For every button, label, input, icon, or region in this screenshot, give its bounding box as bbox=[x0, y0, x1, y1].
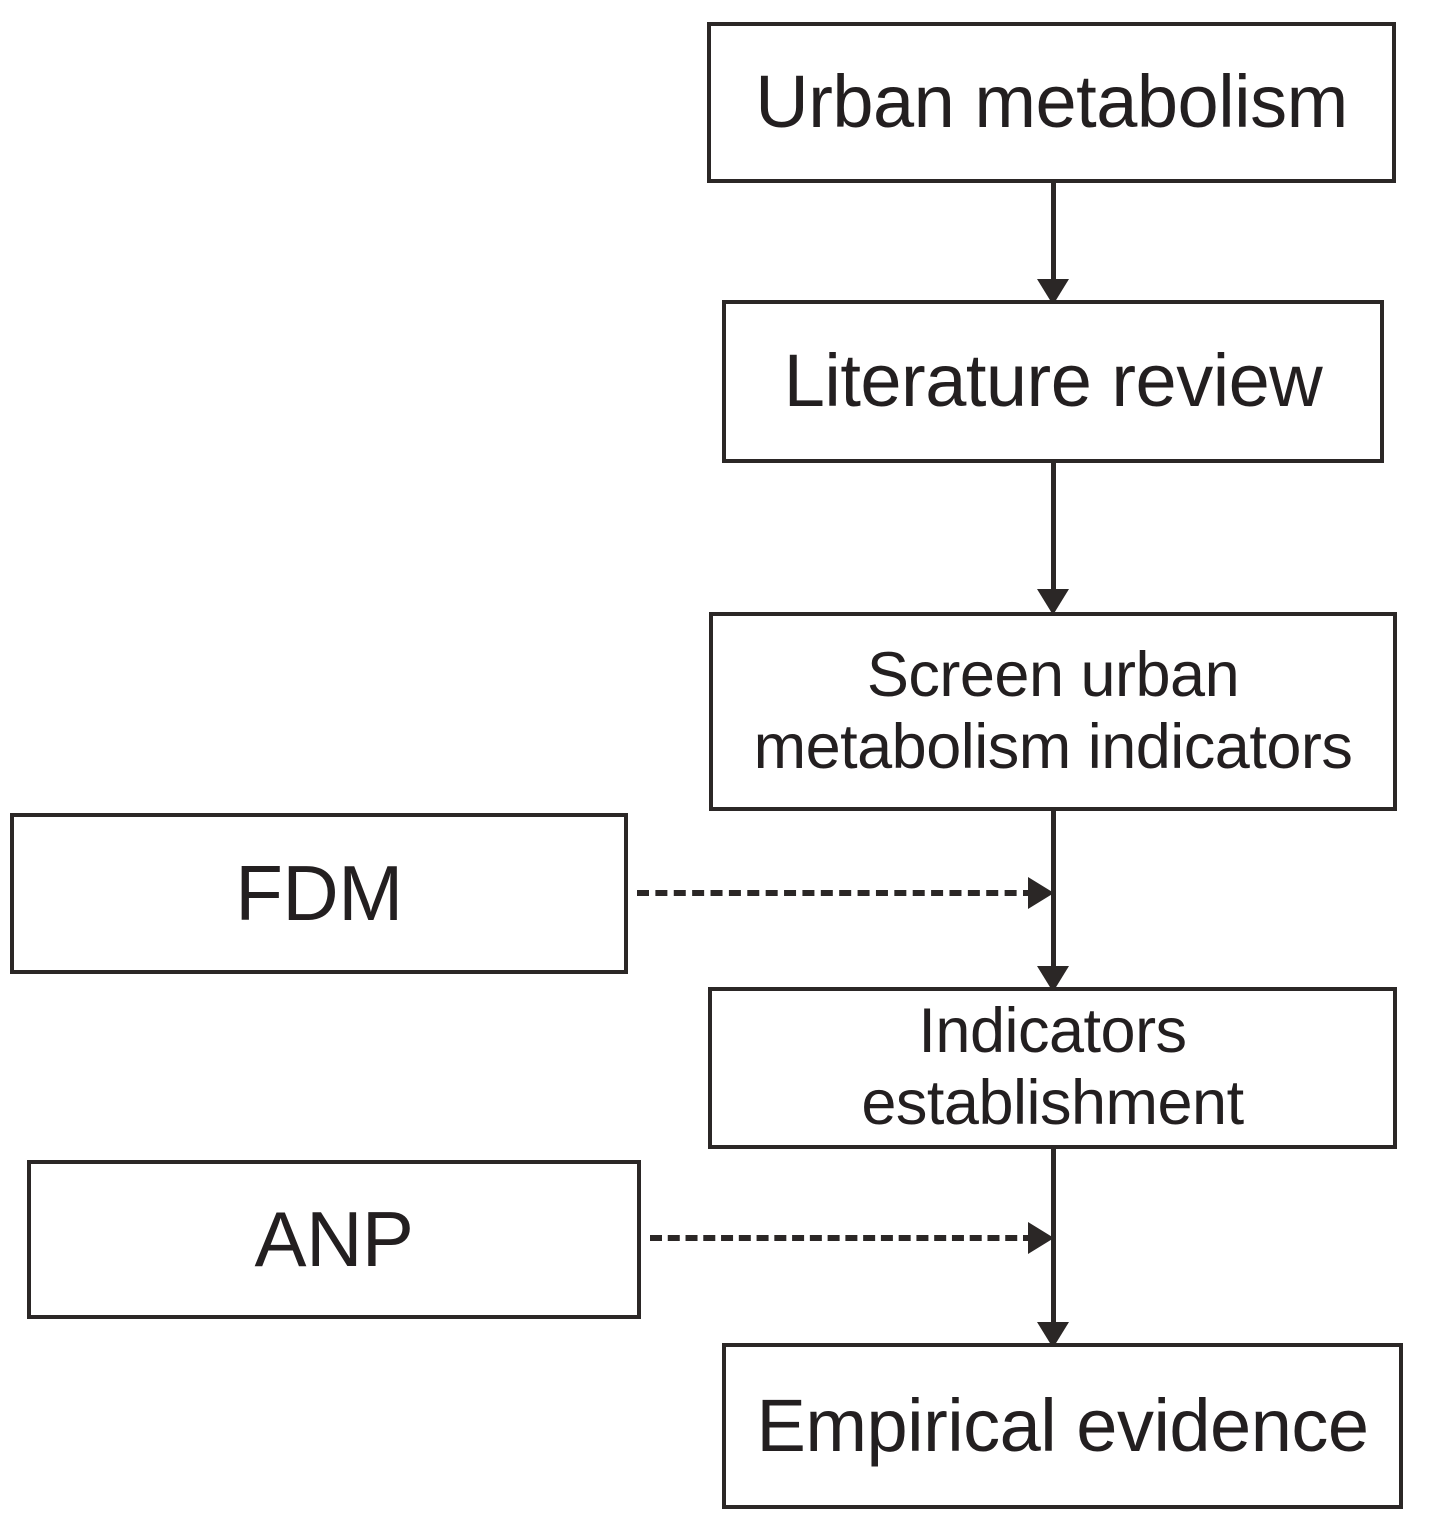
node-anp[interactable]: ANP bbox=[27, 1160, 641, 1319]
dashed-connector-fdm bbox=[637, 890, 1035, 896]
node-fdm[interactable]: FDM bbox=[10, 813, 628, 974]
node-urban-metabolism[interactable]: Urban metabolism bbox=[707, 22, 1396, 183]
node-indicators-establishment[interactable]: Indicators establishment bbox=[708, 987, 1397, 1149]
connector-urban-metabolism-to-literature-review bbox=[1051, 182, 1056, 286]
node-screen-urban-metabolism-indicators[interactable]: Screen urban metabolism indicators bbox=[709, 612, 1397, 811]
connector-literature-review-to-screen-indicators bbox=[1051, 462, 1056, 595]
node-literature-review[interactable]: Literature review bbox=[722, 300, 1384, 463]
dashed-connector-anp bbox=[650, 1235, 1035, 1241]
arrowhead-right-icon-fdm bbox=[1028, 877, 1054, 909]
node-empirical-evidence[interactable]: Empirical evidence bbox=[722, 1343, 1403, 1509]
arrowhead-right-icon-anp bbox=[1028, 1222, 1054, 1254]
arrowhead-down-icon-screen-indicators bbox=[1037, 589, 1069, 615]
